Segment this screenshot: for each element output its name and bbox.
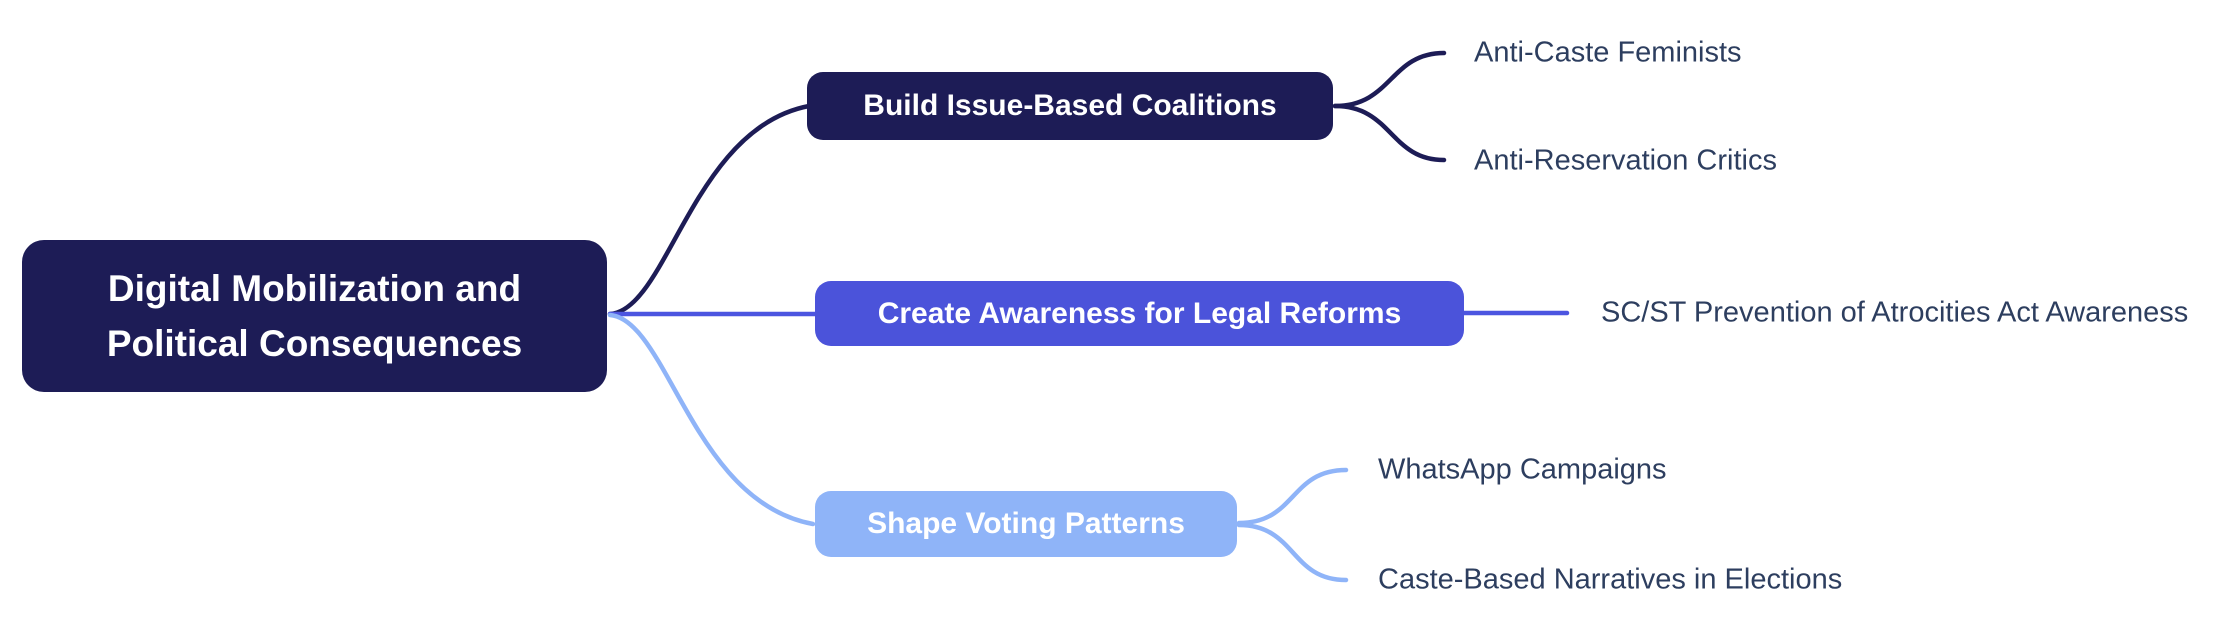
leaf-whatsapp-campaigns: WhatsApp Campaigns — [1378, 453, 1667, 486]
edge-voting-patterns-to-whatsapp — [1236, 467, 1349, 526]
leaf-scst-act-awareness: SC/ST Prevention of Atrocities Act Aware… — [1601, 296, 2189, 329]
leaf-caste-narratives-elections: Caste-Based Narratives in Elections — [1378, 563, 1843, 596]
leaf-anti-reservation-critics: Anti-Reservation Critics — [1474, 144, 1777, 177]
branch-node-voting-patterns: Shape Voting Patterns — [815, 491, 1237, 557]
edge-root-to-coalitions — [607, 103, 812, 317]
branch-node-coalitions: Build Issue-Based Coalitions — [807, 72, 1333, 140]
root-node: Digital Mobilization and Political Conse… — [22, 240, 607, 392]
leaf-anti-caste-feminists: Anti-Caste Feminists — [1474, 36, 1742, 69]
edge-root-to-voting-patterns — [607, 312, 816, 527]
branch-node-legal-reforms: Create Awareness for Legal Reforms — [815, 281, 1464, 346]
edge-coalitions-to-anti-reservation-critics — [1332, 103, 1447, 163]
edge-coalitions-to-anti-caste-feminists — [1332, 50, 1447, 109]
edge-voting-patterns-to-caste-narratives — [1236, 522, 1349, 583]
